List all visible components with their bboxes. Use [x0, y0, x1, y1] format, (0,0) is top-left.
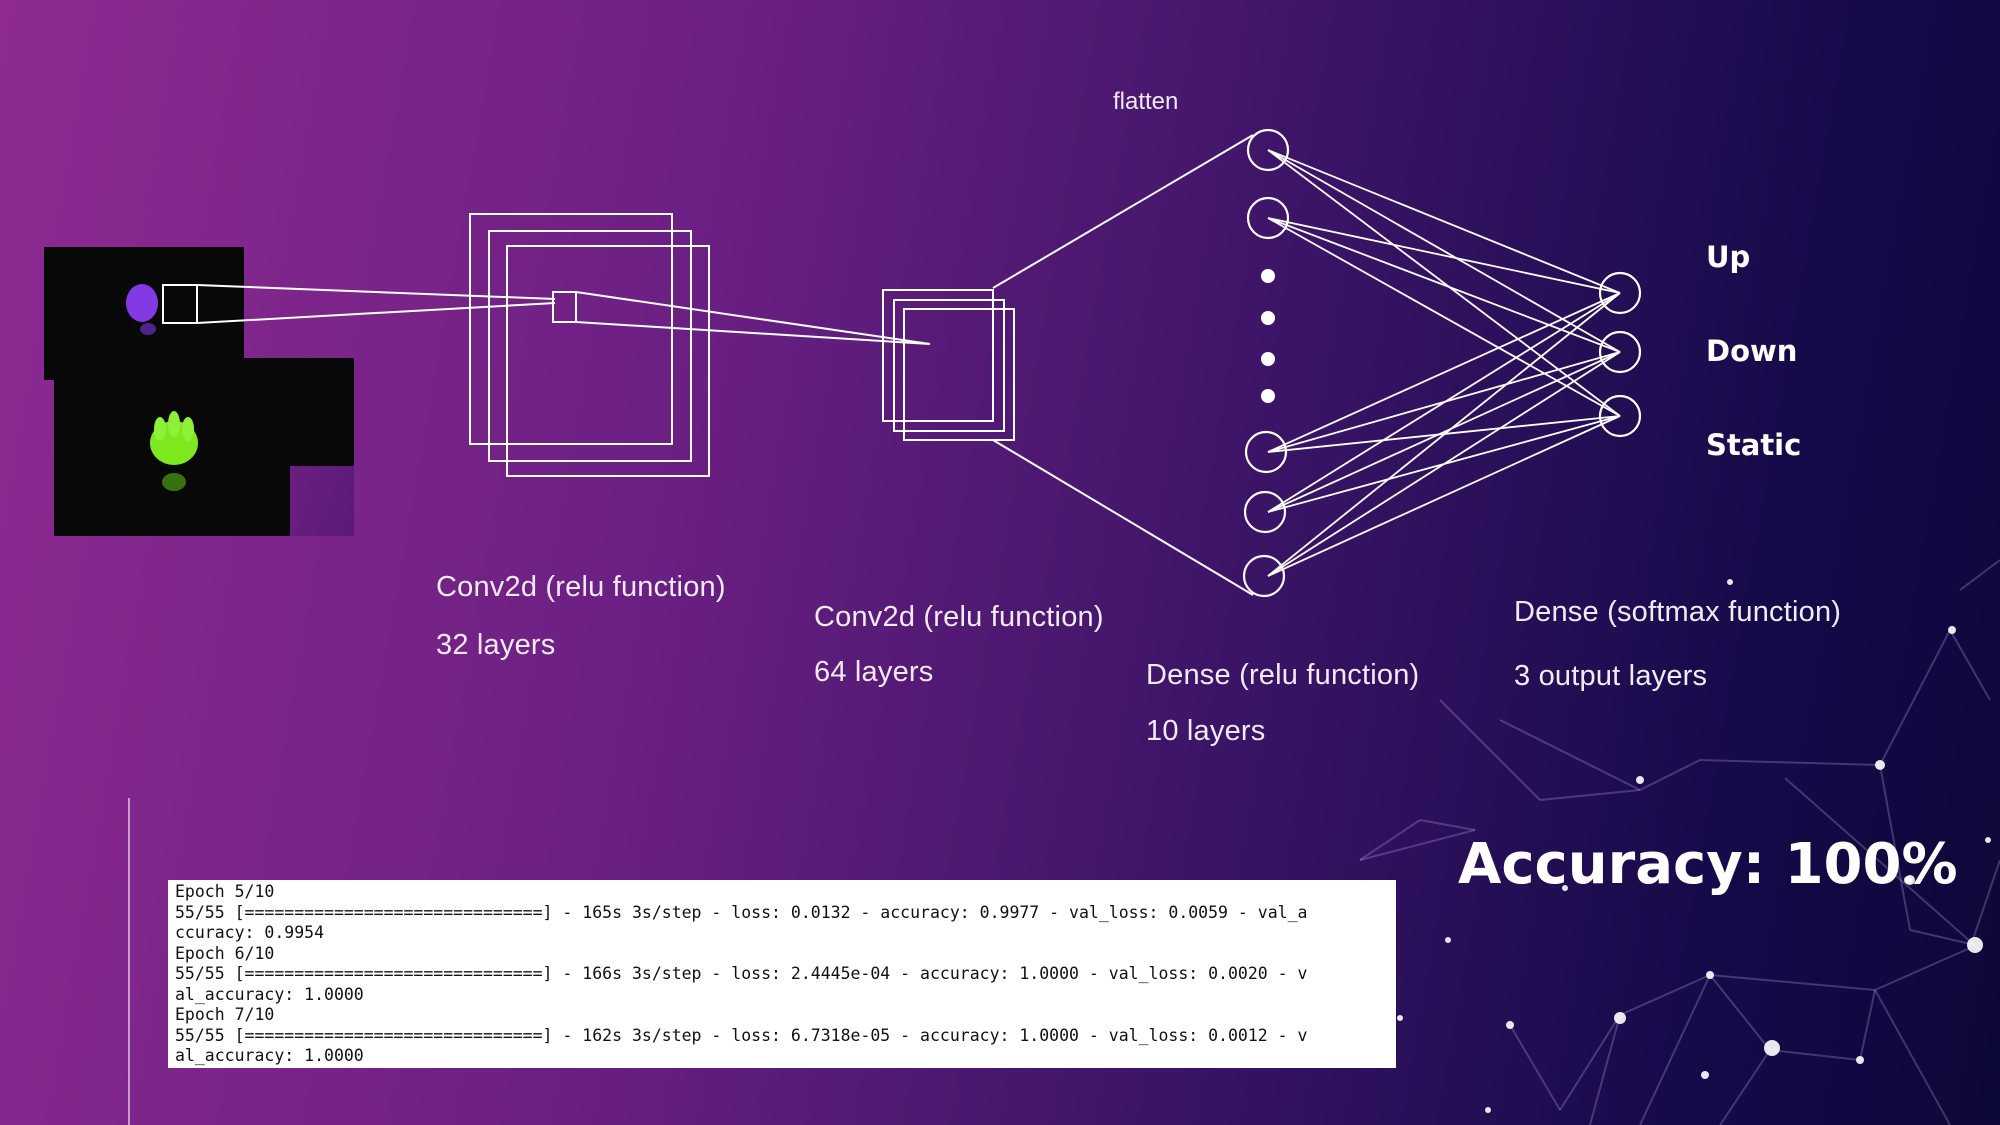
- dense2-detail: 3 output layers: [1514, 660, 1708, 692]
- dense-connections: [1267, 149, 1621, 577]
- conv1-feature-maps: [469, 213, 710, 477]
- output-label-static: Static: [1706, 428, 1802, 462]
- divider-line: [128, 798, 130, 1125]
- dense1-name: Dense (relu function): [1146, 659, 1420, 691]
- ellipsis-dots: [1261, 269, 1275, 403]
- input-image-top: [44, 247, 244, 380]
- dense1-detail: 10 layers: [1146, 715, 1266, 747]
- log-line: al_accuracy: 1.0000: [175, 984, 364, 1004]
- dense-nodes: [1242, 128, 1290, 598]
- log-line: 55/55 [==============================] -…: [175, 964, 1308, 983]
- log-line: Epoch 5/10: [175, 882, 275, 901]
- log-line: al_accuracy: 1.0000: [175, 1046, 364, 1065]
- green-hand-icon: [150, 411, 198, 491]
- accuracy-text: Accuracy: 100%: [1458, 832, 1958, 897]
- conv1-detail: 32 layers: [436, 629, 556, 661]
- input-patch: [162, 284, 198, 324]
- training-log-panel: Epoch 5/10 55/55 [======================…: [168, 880, 1396, 1068]
- conv2-detail: 64 layers: [814, 656, 934, 688]
- dense2-name: Dense (softmax function): [1514, 596, 1842, 628]
- log-line: 55/55 [==============================] -…: [175, 1025, 1308, 1045]
- purple-hand-icon: [126, 284, 158, 335]
- log-line: ccuracy: 0.9954: [175, 923, 325, 942]
- conv1-patch: [552, 291, 577, 323]
- log-line: Epoch 6/10: [175, 943, 275, 963]
- output-label-down: Down: [1706, 334, 1798, 368]
- log-line: 55/55 [==============================] -…: [175, 902, 1308, 922]
- output-label-up: Up: [1706, 240, 1751, 274]
- conv1-name: Conv2d (relu function): [436, 571, 726, 603]
- input-image-bottom: [54, 358, 354, 536]
- output-nodes: [1598, 271, 1642, 438]
- flatten-label: flatten: [1113, 88, 1179, 115]
- log-line: Epoch 7/10: [175, 1005, 275, 1024]
- conv2-feature-maps: [882, 289, 1015, 441]
- conv2-name: Conv2d (relu function): [814, 601, 1104, 633]
